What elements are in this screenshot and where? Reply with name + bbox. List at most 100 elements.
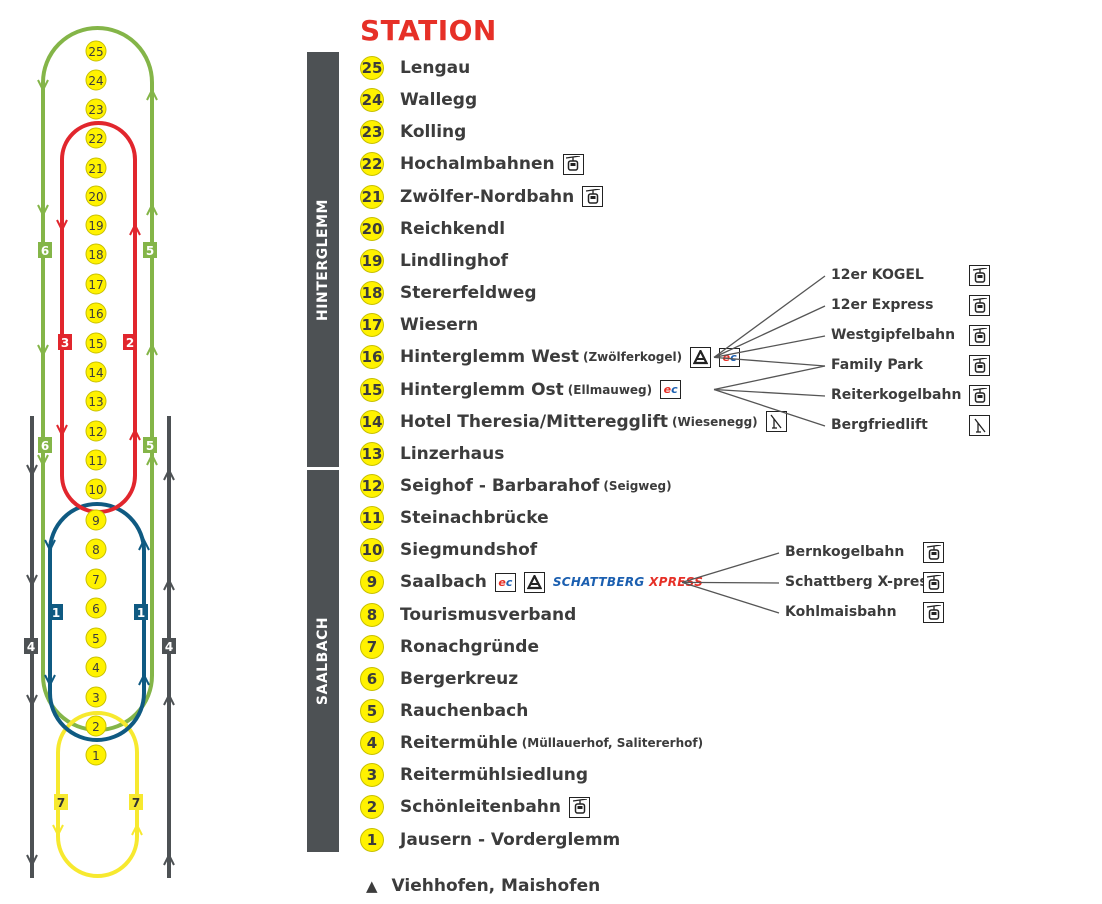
route-arrow-icon [146, 452, 158, 466]
station-number: 7 [360, 634, 384, 659]
diagram-station-number: 9 [92, 514, 100, 528]
route-badge [134, 604, 148, 620]
diagram-station-number: 15 [88, 337, 103, 351]
route-arrow-icon [44, 539, 56, 553]
diagram-station-dot [85, 597, 107, 619]
station-name: Tourismusverband [400, 604, 577, 625]
station-row: 14 Hotel Theresia/Mitteregglift(Wiesenegg… [360, 409, 787, 435]
route-2-3-loop [60, 121, 137, 514]
diagram-station-number: 5 [92, 632, 100, 646]
station-number: 9 [360, 570, 384, 595]
station-name: Jausern - Vorderglemm [400, 829, 621, 850]
diagram-station-number: 24 [88, 74, 103, 88]
station-name: Kolling [400, 122, 467, 143]
route-arrow-icon [146, 342, 158, 356]
diagram-station-dot [85, 509, 107, 531]
station-name: Hotel Theresia/Mitteregglift [400, 411, 669, 432]
route-arrow-icon [163, 467, 175, 481]
route-arrow-icon [37, 344, 49, 358]
diagram-station-dot [85, 69, 107, 91]
station-number: 6 [360, 666, 384, 691]
station-number: 13 [360, 441, 384, 466]
footer-label: Viehhofen, Maishofen [391, 876, 601, 896]
route-arrow-icon [131, 822, 143, 836]
route-arrow-icon [163, 852, 175, 866]
station-number: 19 [360, 248, 384, 273]
route-badge-label: 3 [61, 336, 69, 350]
diagram-station-dot [85, 127, 107, 149]
region-hinterglemm: HINTERGLEMM [307, 52, 339, 467]
station-note: (Zwölferkogel) [583, 350, 683, 365]
gondola-icon [969, 295, 990, 316]
route-badge [49, 604, 63, 620]
route-arrow-icon [37, 204, 49, 218]
station-number: 17 [360, 313, 384, 338]
gondola-icon [969, 355, 990, 376]
station-name: Ronachgründe [400, 636, 539, 657]
route-badge [162, 638, 176, 654]
station-number: 16 [360, 345, 384, 370]
diagram-station-number: 8 [92, 543, 100, 557]
lift-name: 12er KOGEL [831, 267, 924, 283]
route-badge [143, 242, 157, 258]
diagram-station-number: 1 [92, 749, 100, 763]
gondola-icon [923, 602, 944, 623]
station-number: 12 [360, 473, 384, 498]
gondola-icon [969, 385, 990, 406]
diagram-station-number: 16 [88, 307, 103, 321]
region-hinterglemm-label: HINTERGLEMM [315, 198, 331, 321]
diagram-station-number: 18 [88, 248, 103, 262]
lift-name: Bernkogelbahn [785, 544, 905, 560]
route-arrow-icon [163, 577, 175, 591]
station-number: 21 [360, 184, 384, 209]
route-arrow-icon [26, 464, 38, 478]
gondola-icon [923, 572, 944, 593]
diagram-station-dot [85, 273, 107, 295]
lift-name: Bergfriedlift [831, 417, 928, 433]
diagram-station-number: 14 [88, 366, 103, 380]
route-badge [38, 242, 52, 258]
station-name: Wiesern [400, 315, 479, 336]
route-7-loop [56, 711, 139, 878]
station-number: 14 [360, 409, 384, 434]
drag-lift-icon [765, 411, 787, 433]
lift-name: Reiterkogelbahn [831, 387, 962, 403]
station-number: 24 [360, 88, 384, 113]
lift-name: 12er Express [831, 297, 934, 313]
station-name: Hochalmbahnen [400, 154, 555, 175]
station-row: 24 Wallegg [360, 87, 477, 113]
station-name: Wallegg [400, 90, 478, 111]
diagram-station-dot [85, 627, 107, 649]
station-name: Linzerhaus [400, 443, 505, 464]
station-note: (Wiesenegg) [672, 414, 758, 429]
route-badge-label: 7 [132, 796, 140, 810]
region-saalbach: SAALBACH [307, 470, 339, 852]
route-5-6-loop [41, 26, 154, 732]
route-badge [38, 437, 52, 453]
station-note: (Müllauerhof, Salitererhof) [521, 736, 704, 751]
station-name: Schönleitenbahn [400, 797, 561, 818]
diagram-station-dot [85, 98, 107, 120]
diagram-station-number: 13 [88, 395, 103, 409]
lift-name: Schattberg X-press [785, 574, 937, 590]
route-badge-label: 4 [165, 640, 173, 654]
gondola-icon [969, 265, 990, 286]
schattberg-xpress-logo: SCHATTBERG XPRESS [552, 575, 704, 590]
route-badge [54, 794, 68, 810]
diagram-station-number: 21 [88, 162, 103, 176]
drag-lift-icon [969, 415, 990, 436]
route-arrow-icon [138, 672, 150, 686]
station-name: Saalbach [400, 572, 487, 593]
gondola-icon [569, 796, 590, 818]
